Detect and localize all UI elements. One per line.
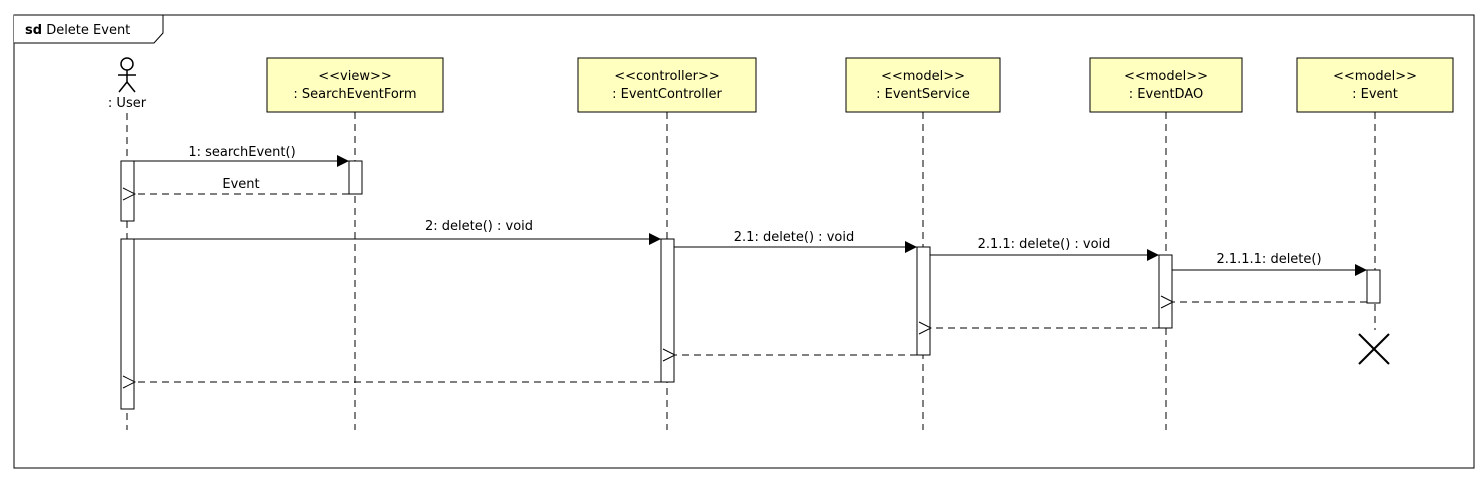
- message-label: Event: [222, 177, 259, 192]
- activation-user-1: [120, 160, 135, 222]
- message-label: 1: searchEvent(): [188, 145, 295, 160]
- actor-head: [120, 57, 134, 71]
- event-name: : Event: [1352, 87, 1398, 102]
- dao-name: : EventDAO: [1129, 87, 1203, 102]
- frame-title-tab: [14, 14, 164, 44]
- message-search-event: 1: searchEvent(): [134, 145, 349, 167]
- message-label: 2.1.1.1: delete(): [1216, 252, 1321, 267]
- activation-event: [1366, 269, 1381, 304]
- message-delete-controller: 2: delete() : void: [134, 219, 661, 245]
- actor-user: : User: [108, 57, 147, 111]
- message-label: 2.1.1: delete() : void: [978, 237, 1111, 252]
- controller-stereotype: <<controller>>: [614, 69, 720, 84]
- message-delete-event: 2.1.1.1: delete(): [1172, 252, 1367, 276]
- activation-service: [916, 246, 931, 356]
- activation-user-2: [120, 238, 135, 410]
- frame-title: sd Delete Event: [25, 23, 130, 38]
- service-name: : EventService: [876, 87, 970, 102]
- message-label: 2: delete() : void: [425, 219, 533, 234]
- service-stereotype: <<model>>: [881, 69, 965, 84]
- controller-name: : EventController: [612, 87, 722, 102]
- frame-border: [13, 14, 1475, 469]
- lifeline-head-controller[interactable]: <<controller>> : EventController: [577, 57, 757, 113]
- activation-form: [348, 160, 363, 195]
- frame-name: Delete Event: [46, 23, 130, 38]
- message-delete-dao: 2.1.1: delete() : void: [930, 237, 1159, 261]
- lifeline-head-form[interactable]: <<view>> : SearchEventForm: [266, 57, 444, 113]
- activation-controller: [660, 238, 675, 383]
- activation-dao: [1158, 254, 1173, 329]
- event-stereotype: <<model>>: [1333, 69, 1417, 84]
- message-label: 2.1: delete() : void: [734, 230, 854, 245]
- return-event: Event: [135, 177, 349, 194]
- actor-label: : User: [108, 96, 147, 111]
- lifeline-head-event[interactable]: <<model>> : Event: [1296, 57, 1454, 113]
- lifeline-head-service[interactable]: <<model>> : EventService: [845, 57, 1001, 113]
- lifeline-head-dao[interactable]: <<model>> : EventDAO: [1089, 57, 1243, 113]
- message-delete-service: 2.1: delete() : void: [674, 230, 917, 253]
- destruction-marker: [1358, 333, 1390, 365]
- frame-keyword: sd: [25, 23, 42, 38]
- form-name: : SearchEventForm: [293, 87, 416, 102]
- dao-stereotype: <<model>>: [1124, 69, 1208, 84]
- form-stereotype: <<view>>: [318, 69, 392, 84]
